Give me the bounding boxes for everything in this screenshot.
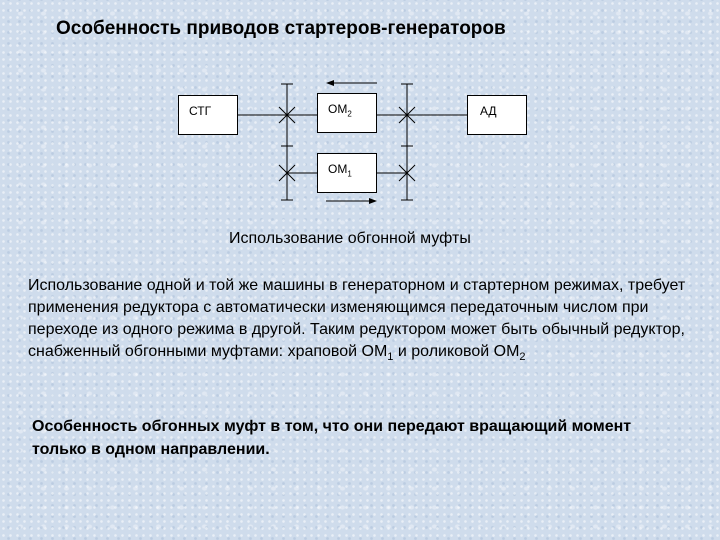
paragraph-text-between: и роликовой ОМ	[393, 343, 520, 360]
om2-label: ОМ	[328, 102, 348, 116]
arrow-left-icon	[326, 80, 377, 86]
diagram-caption: Использование обгонной муфты	[229, 230, 471, 247]
om1-subscript: 1	[347, 169, 352, 179]
stg-label: СТГ	[189, 104, 212, 118]
paragraph-om1-subscript: 1	[387, 351, 394, 364]
ad-block: АД	[467, 95, 527, 135]
ad-label: АД	[480, 104, 497, 118]
om2-block: ОМ2	[317, 93, 377, 133]
gear-cross-right-bottom	[398, 164, 416, 182]
page-title: Особенность приводов стартеров-генератор…	[56, 18, 506, 39]
gear-cross-right-top	[398, 106, 416, 124]
key-note: Особенность обгонных муфт в том, что они…	[32, 418, 632, 458]
arrow-right-icon	[326, 198, 377, 204]
om1-label: ОМ	[328, 162, 348, 176]
paragraph-om2-subscript: 2	[519, 351, 526, 364]
om1-block: ОМ1	[317, 153, 377, 193]
gear-cross-left-bottom	[278, 164, 296, 182]
paragraph-text: Использование одной и той же машины в ге…	[28, 277, 686, 360]
stg-block: СТГ	[178, 95, 238, 135]
gear-cross-left-top	[278, 106, 296, 124]
om2-subscript: 2	[347, 109, 352, 119]
description-paragraph: Использование одной и той же машины в ге…	[28, 275, 708, 368]
